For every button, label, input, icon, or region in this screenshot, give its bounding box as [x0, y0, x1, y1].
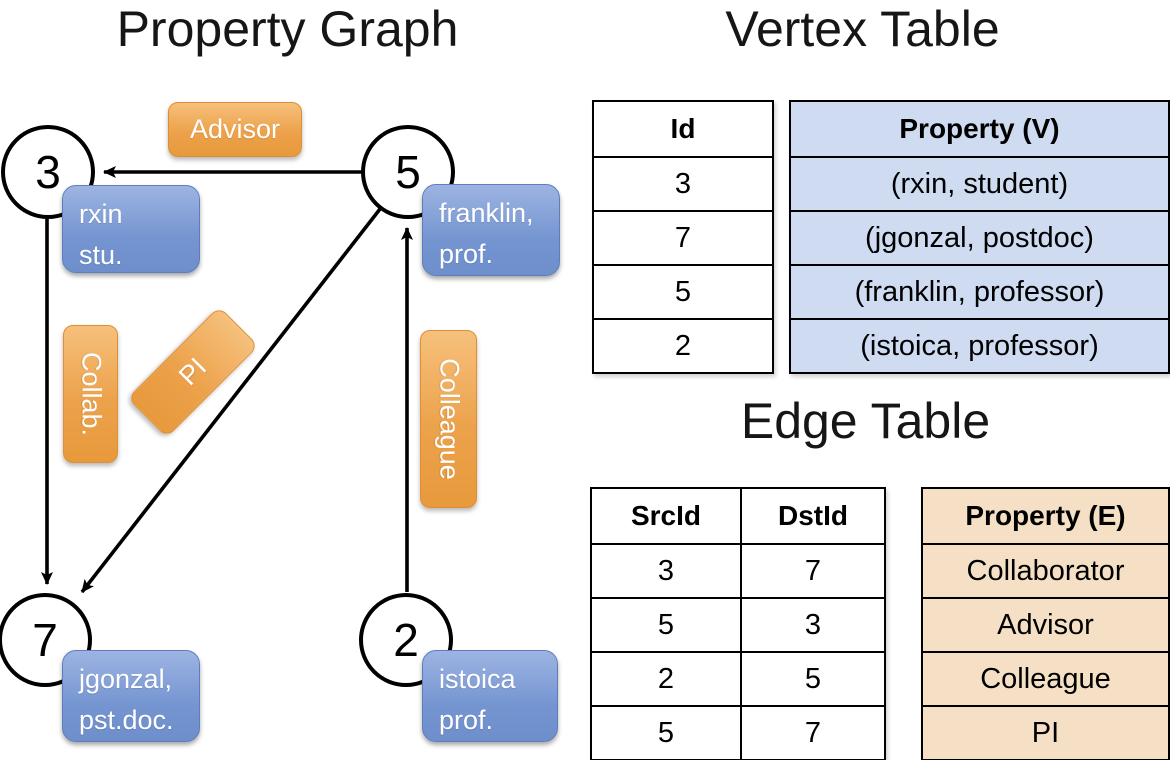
vertex-table-cell: (jgonzal, postdoc)	[791, 210, 1168, 264]
vertex-table-cell: (istoica, professor)	[791, 318, 1168, 372]
vertex-id: 3	[35, 146, 61, 198]
vertex-property-box-franklin: franklin, prof.	[422, 184, 560, 276]
edge-table-cell: 2	[592, 651, 740, 705]
graph-edges-layer	[41, 166, 413, 594]
edge-table-cell: 3	[592, 543, 740, 597]
edge-table-cell: Collaborator	[923, 543, 1168, 597]
edge-label-text: Collab.	[76, 351, 106, 437]
edge-label-text: PI	[173, 352, 213, 392]
vertex-id: 2	[393, 614, 419, 666]
edge-table-cell: 7	[740, 705, 884, 759]
vertex-table-header-property: Property (V)	[899, 113, 1060, 144]
edge-pi-arrow	[80, 207, 382, 594]
edge-label-text: Advisor	[189, 114, 281, 144]
vertex-property-box-jgonzal: jgonzal, pst.doc.	[62, 650, 200, 742]
vertex-id: 7	[32, 614, 58, 666]
edge-table-cell: 5	[592, 705, 740, 759]
vertex-property-line: franklin,	[439, 198, 534, 228]
vertex-table-header-id: Id	[670, 113, 696, 144]
edge-table-header-dstid: DstId	[740, 489, 884, 543]
vertex-table-property-column: Property (V) (rxin, student) (jgonzal, p…	[789, 100, 1170, 374]
vertex-table-id-column: Id 3 7 5 2	[592, 100, 774, 374]
edge-table-cell: 5	[592, 597, 740, 651]
edge-table-cell: Colleague	[923, 651, 1168, 705]
edge-table-cell: PI	[923, 705, 1168, 759]
vertex-table-cell: 5	[594, 264, 772, 318]
vertex-table-title: Vertex Table	[725, 1, 1000, 57]
vertex-table-cell: 2	[594, 318, 772, 372]
edge-table-id-columns: SrcId DstId 3 7 5 3 2 5 5 7	[590, 487, 886, 760]
edge-label-collab: Collab.	[63, 325, 118, 463]
vertex-table-cell: 3	[594, 156, 772, 210]
vertex-property-line: jgonzal,	[79, 664, 173, 694]
edge-label-advisor: Advisor	[168, 102, 302, 157]
vertex-table-cell: (franklin, professor)	[791, 264, 1168, 318]
vertex-property-line: stu.	[79, 239, 123, 270]
vertex-circle-2: 2	[359, 593, 453, 687]
edge-label-colleague: Colleague	[420, 330, 477, 508]
edge-table-header-property: Property (E)	[965, 500, 1126, 531]
vertex-property-box-istoica: istoica prof.	[422, 650, 558, 742]
edge-table-cell: 5	[740, 651, 884, 705]
edge-table-cell: Advisor	[923, 597, 1168, 651]
edge-table-header-srcid: SrcId	[630, 500, 702, 531]
edge-table-title: Edge Table	[740, 393, 991, 449]
vertex-table-cell: 7	[594, 210, 772, 264]
vertex-id: 5	[395, 146, 421, 198]
vertex-property-box-rxin: rxin stu.	[62, 185, 200, 273]
vertex-property-line: pst.doc.	[79, 704, 174, 735]
edge-table-property-column: Property (E) Collaborator Advisor Collea…	[921, 487, 1170, 760]
vertex-table-cell: (rxin, student)	[791, 156, 1168, 210]
vertex-property-line: prof.	[439, 238, 494, 269]
vertex-property-line: prof.	[439, 704, 494, 735]
vertex-circle-5: 5	[361, 125, 455, 219]
edge-label-text: Colleague	[434, 358, 464, 480]
vertex-property-line: istoica	[439, 664, 516, 694]
property-graph-title: Property Graph	[116, 1, 459, 57]
vertex-property-line: rxin	[79, 199, 123, 229]
edge-table-cell: 3	[740, 597, 884, 651]
edge-table-cell: 7	[740, 543, 884, 597]
